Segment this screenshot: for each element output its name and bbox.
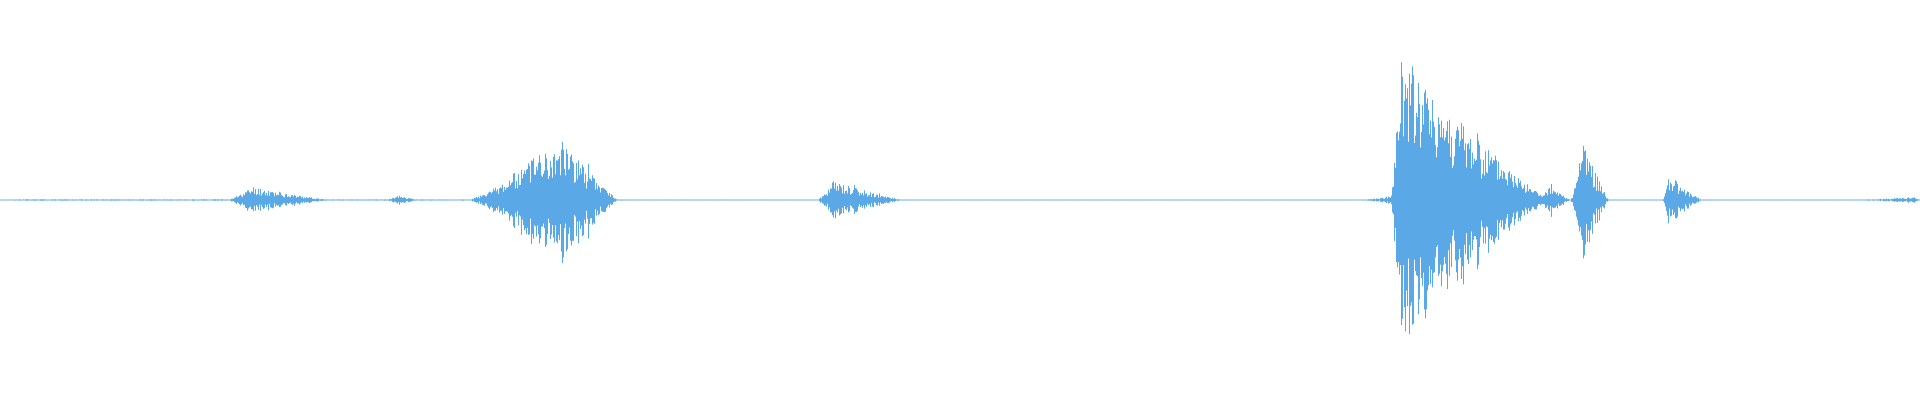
waveform-bars	[0, 62, 1920, 335]
